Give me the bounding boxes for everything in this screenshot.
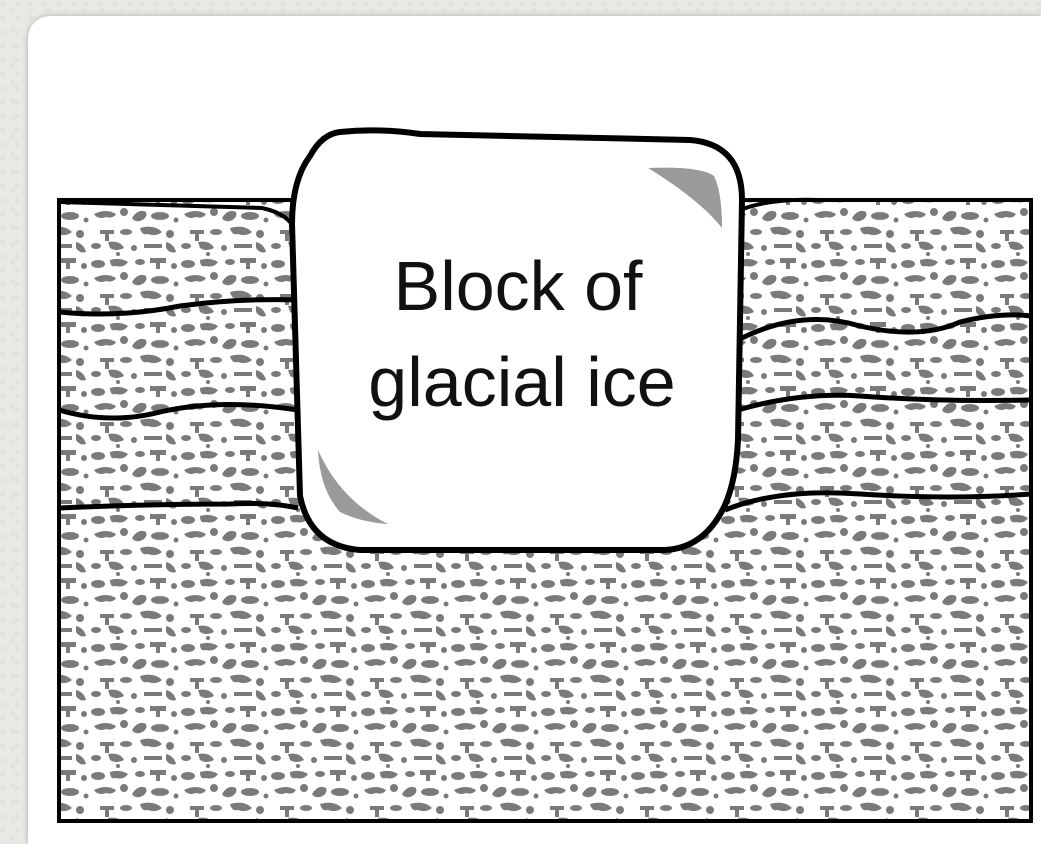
ice-block [292,130,742,550]
ice-block-label-line1: Block of [394,247,644,325]
ice-block-label-line2: glacial ice [368,343,675,421]
